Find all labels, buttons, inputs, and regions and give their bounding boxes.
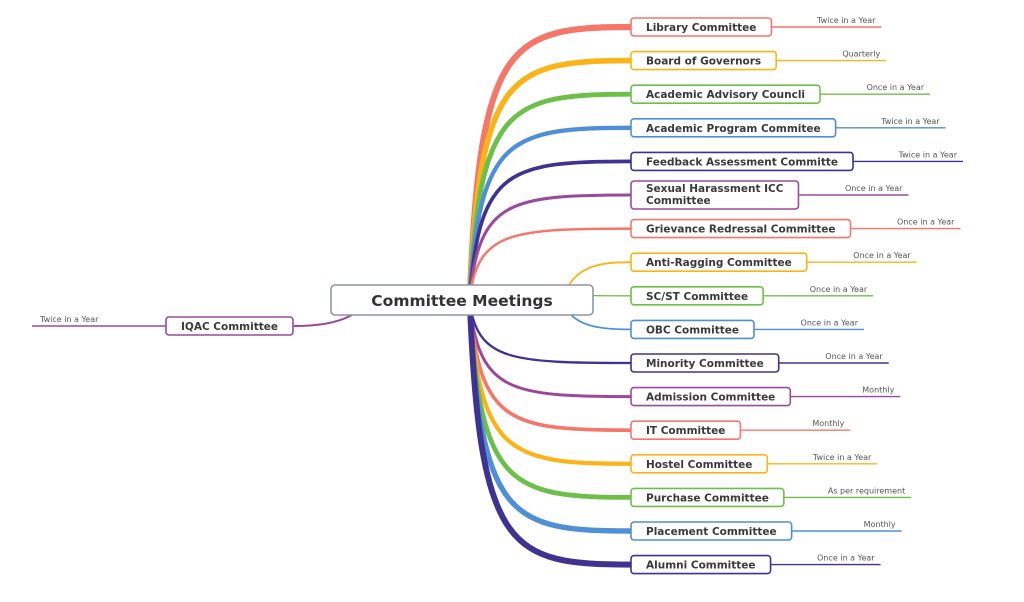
node-minority-committee[interactable]: Minority Committee Once in a Year [630, 352, 889, 373]
node-label: Admission Committee [646, 392, 775, 404]
node-label: Academic Program Commitee [646, 123, 821, 135]
node-label: Library Committee [646, 22, 756, 34]
frequency-label: As per requirement [828, 486, 905, 495]
node-label: Academic Advisory Councli [646, 89, 805, 101]
frequency-label: Twice in a Year [816, 16, 876, 25]
frequency-label: Once in a Year [817, 554, 875, 563]
node-label: Minority Committee [646, 358, 764, 370]
node-label: Purchase Committee [646, 492, 769, 504]
frequency-label: Twice in a Year [812, 453, 872, 462]
node-anti-ragging-committee[interactable]: Anti-Ragging Committee Once in a Year [630, 251, 917, 272]
branch-connector-hostel-committee [467, 303, 634, 466]
branch-connector-iqac-committee [293, 314, 353, 327]
node-sc-st-committee[interactable]: SC/ST Committee Once in a Year [630, 285, 874, 306]
node-label: Feedback Assessment Committe [646, 156, 838, 168]
node-purchase-committee[interactable]: Purchase Committee As per requirement [630, 486, 912, 508]
frequency-label: Once in a Year [845, 184, 903, 193]
frequency-label: Twice in a Year [898, 150, 958, 159]
node-label: SC/ST Committee [646, 291, 748, 303]
frequency-label: Once in a Year [810, 285, 868, 294]
node-library-committee[interactable]: Library Committee Twice in a Year [630, 16, 882, 37]
node-feedback-assessment-committe[interactable]: Feedback Assessment Committe Twice in a Y… [630, 150, 963, 172]
root-node-label: Committee Meetings [371, 292, 552, 310]
node-hostel-committee[interactable]: Hostel Committee Twice in a Year [630, 453, 878, 474]
frequency-label: Monthly [864, 520, 896, 529]
branch-connector-minority-committee [468, 304, 633, 365]
branch-connector-grievance-redressal-committee [468, 227, 633, 296]
branch-connector-sexual-harassment-icc-committee [468, 193, 633, 296]
frequency-label: Monthly [862, 386, 894, 395]
frequency-label: Once in a Year [897, 218, 955, 227]
node-admission-committee[interactable]: Admission Committee Monthly [630, 386, 901, 407]
node-label: Board of Governors [646, 56, 761, 68]
branches-layer [293, 23, 635, 568]
node-iqac-committee[interactable]: IQAC Committee Twice in a Year [32, 315, 294, 336]
node-placement-committee[interactable]: Placement Committee Monthly [630, 520, 902, 541]
node-academic-advisory-councli[interactable]: Academic Advisory Councli Once in a Year [630, 83, 931, 104]
node-alumni-committee[interactable]: Alumni Committee Once in a Year [630, 554, 881, 575]
node-grievance-redressal-committee[interactable]: Grievance Redressal Committee Once in a Y… [630, 218, 961, 239]
frequency-label: Twice in a Year [880, 117, 940, 126]
frequency-label: Twice in a Year [39, 315, 99, 324]
branch-connector-academic-program-commitee [467, 125, 634, 297]
branch-connector-it-committee [468, 304, 633, 432]
root-node-box[interactable] [330, 284, 594, 316]
node-label: OBC Committee [646, 324, 739, 336]
node-label: Anti-Ragging Committee [646, 257, 792, 269]
frequency-label: Monthly [812, 419, 844, 428]
branch-connector-admission-committee [468, 304, 633, 399]
node-label: Committee [646, 195, 711, 207]
node-label: Hostel Committee [646, 459, 752, 471]
node-label: IT Committee [646, 425, 725, 437]
node-obc-committee[interactable]: OBC Committee Once in a Year [630, 318, 864, 340]
branch-connector-alumni-committee [467, 303, 634, 568]
node-label: Grievance Redressal Committee [646, 224, 835, 236]
node-label: IQAC Committee [181, 321, 278, 333]
branch-connector-feedback-assessment-committe [468, 159, 633, 296]
node-label: Alumni Committee [646, 560, 756, 572]
frequency-label: Once in a Year [853, 251, 911, 260]
node-label: Placement Committee [646, 526, 777, 538]
frequency-label: Once in a Year [825, 352, 883, 361]
frequency-label: Quarterly [842, 50, 880, 59]
root-node[interactable]: Committee Meetings [330, 284, 594, 316]
frequency-label: Once in a Year [867, 83, 925, 92]
node-it-committee[interactable]: IT Committee Monthly [630, 419, 851, 441]
frequency-label: Once in a Year [801, 318, 859, 327]
node-academic-program-commitee[interactable]: Academic Program Commitee Twice in a Year [630, 117, 946, 138]
node-label: Sexual Harassment ICC [646, 183, 784, 195]
node-board-of-governors[interactable]: Board of Governors Quarterly [630, 50, 887, 71]
